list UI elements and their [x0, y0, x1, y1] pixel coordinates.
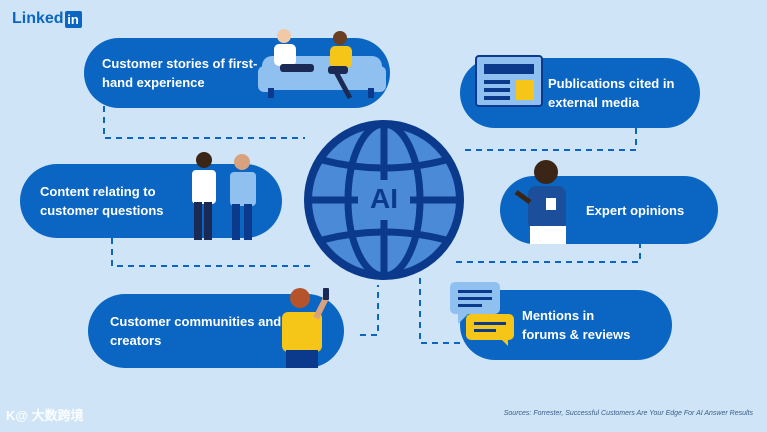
connector-1 — [103, 106, 305, 139]
phone-user-icon — [282, 288, 329, 368]
expert-icon — [514, 160, 566, 244]
globe-center-label: AI — [370, 183, 398, 214]
globe-icon — [304, 120, 464, 280]
logo-mark: in — [64, 10, 82, 28]
pill-customer-stories: Customer stories of first- hand experien… — [84, 38, 390, 108]
connector-3 — [111, 238, 315, 267]
newspaper-icon — [475, 55, 543, 107]
connector-2 — [460, 128, 637, 151]
pill-label: Customer stories of first- hand experien… — [102, 56, 258, 90]
connector-5 — [360, 285, 379, 336]
pill-label: Content relating to customer questions — [40, 184, 164, 218]
people-sofa-icon — [258, 29, 386, 100]
logo-word: Linked — [12, 10, 64, 27]
chat-bubbles-icon — [450, 282, 514, 346]
pill-label: Customer communities and creators — [110, 314, 282, 348]
pill-label: Mentions in forums & reviews — [522, 308, 631, 342]
sources-footnote: Sources: Forrester, Successful Customers… — [503, 410, 753, 417]
watermark: K@ 大数跨境 — [6, 408, 84, 423]
pill-label: Publications cited in external media — [548, 76, 675, 110]
pill-label: Expert opinions — [586, 202, 685, 218]
linkedin-logo: Linked in — [12, 10, 82, 28]
connector-6 — [419, 278, 460, 344]
people-talking-icon — [192, 152, 256, 240]
connector-4 — [455, 242, 641, 263]
